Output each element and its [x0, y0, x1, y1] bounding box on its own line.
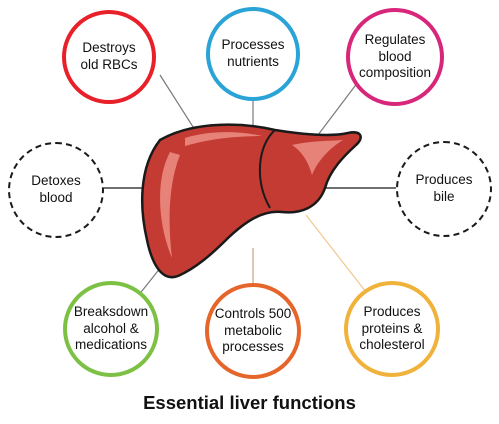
function-produces-bile: Produces bile: [396, 141, 492, 237]
function-controls-500: Controls 500 metabolic processes: [205, 283, 301, 379]
liver-highlight-right: [292, 140, 343, 175]
function-label: Destroys old RBCs: [80, 40, 138, 72]
function-label: Breaksdown alcohol & medications: [73, 303, 149, 353]
function-label: Controls 500 metabolic processes: [214, 305, 292, 355]
liver-right-lobe: [258, 129, 276, 209]
function-label: Produces bile: [415, 172, 473, 204]
liver-highlight-top: [185, 132, 262, 146]
function-regulates-blood: Regulates blood composition: [346, 8, 444, 106]
function-label: Detoxes blood: [31, 173, 81, 205]
liver-illustration: [141, 123, 362, 279]
function-label: Produces proteins & cholesterol: [359, 303, 425, 353]
connector-produces-proteins: [305, 214, 367, 293]
diagram-title: Essential liver functions: [143, 392, 356, 413]
connector-destroys-rbcs: [159, 74, 196, 131]
function-label: Regulates blood composition: [358, 31, 432, 81]
function-breaksdown-alcohol: Breaksdown alcohol & medications: [63, 281, 159, 377]
function-detoxes-blood: Detoxes blood: [8, 142, 104, 238]
connector-regulates-blood: [317, 81, 359, 136]
liver-body: [141, 123, 362, 279]
function-label: Processes nutrients: [221, 37, 285, 69]
liver-highlight-left: [160, 152, 180, 258]
function-processes-nutrients: Processes nutrients: [206, 7, 300, 101]
function-destroys-rbcs: Destroys old RBCs: [62, 10, 156, 104]
function-produces-proteins: Produces proteins & cholesterol: [344, 281, 440, 377]
